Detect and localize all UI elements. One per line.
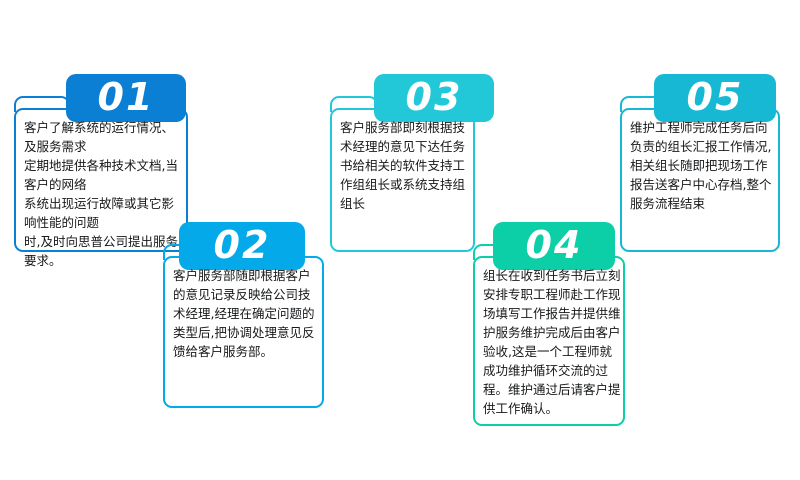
step-05-body: [620, 108, 780, 252]
step-01-number-tab: 01: [66, 74, 186, 122]
step-03-number: 03: [405, 75, 463, 119]
step-04-description: 组长在收到任务书后立刻安排专职工程师赴工作现场填写工作报告并提供维护服务维护完成…: [483, 268, 621, 416]
step-05-number: 05: [686, 75, 744, 119]
step-02-description: 客户服务部随即根据客户的意见记录反映给公司技术经理,经理在确定问题的类型后,把协…: [173, 268, 315, 359]
step-04-number: 04: [525, 223, 583, 267]
step-05-description: 维护工程师完成任务后向负责的组长汇报工作情况,相关组长随即把现场工作报告送客户中…: [630, 120, 772, 211]
step-03-body: [330, 108, 475, 252]
step-01-body: [14, 108, 188, 252]
step-01-description: 客户了解系统的运行情况、及服务需求 定期地提供各种技术文档,当客户的网络 系统出…: [24, 120, 178, 268]
step-03-description: 客户服务部即刻根据技术经理的意见下达任务书给相关的软件支持工作组组长或系统支持组…: [340, 120, 466, 211]
step-03-number-tab: 03: [374, 74, 494, 122]
step-02-number-tab: 02: [179, 222, 305, 270]
step-05-number-tab: 05: [654, 74, 776, 122]
step-04-number-tab: 04: [493, 222, 615, 270]
step-01-number: 01: [97, 75, 155, 119]
step-02-number: 02: [213, 223, 271, 267]
